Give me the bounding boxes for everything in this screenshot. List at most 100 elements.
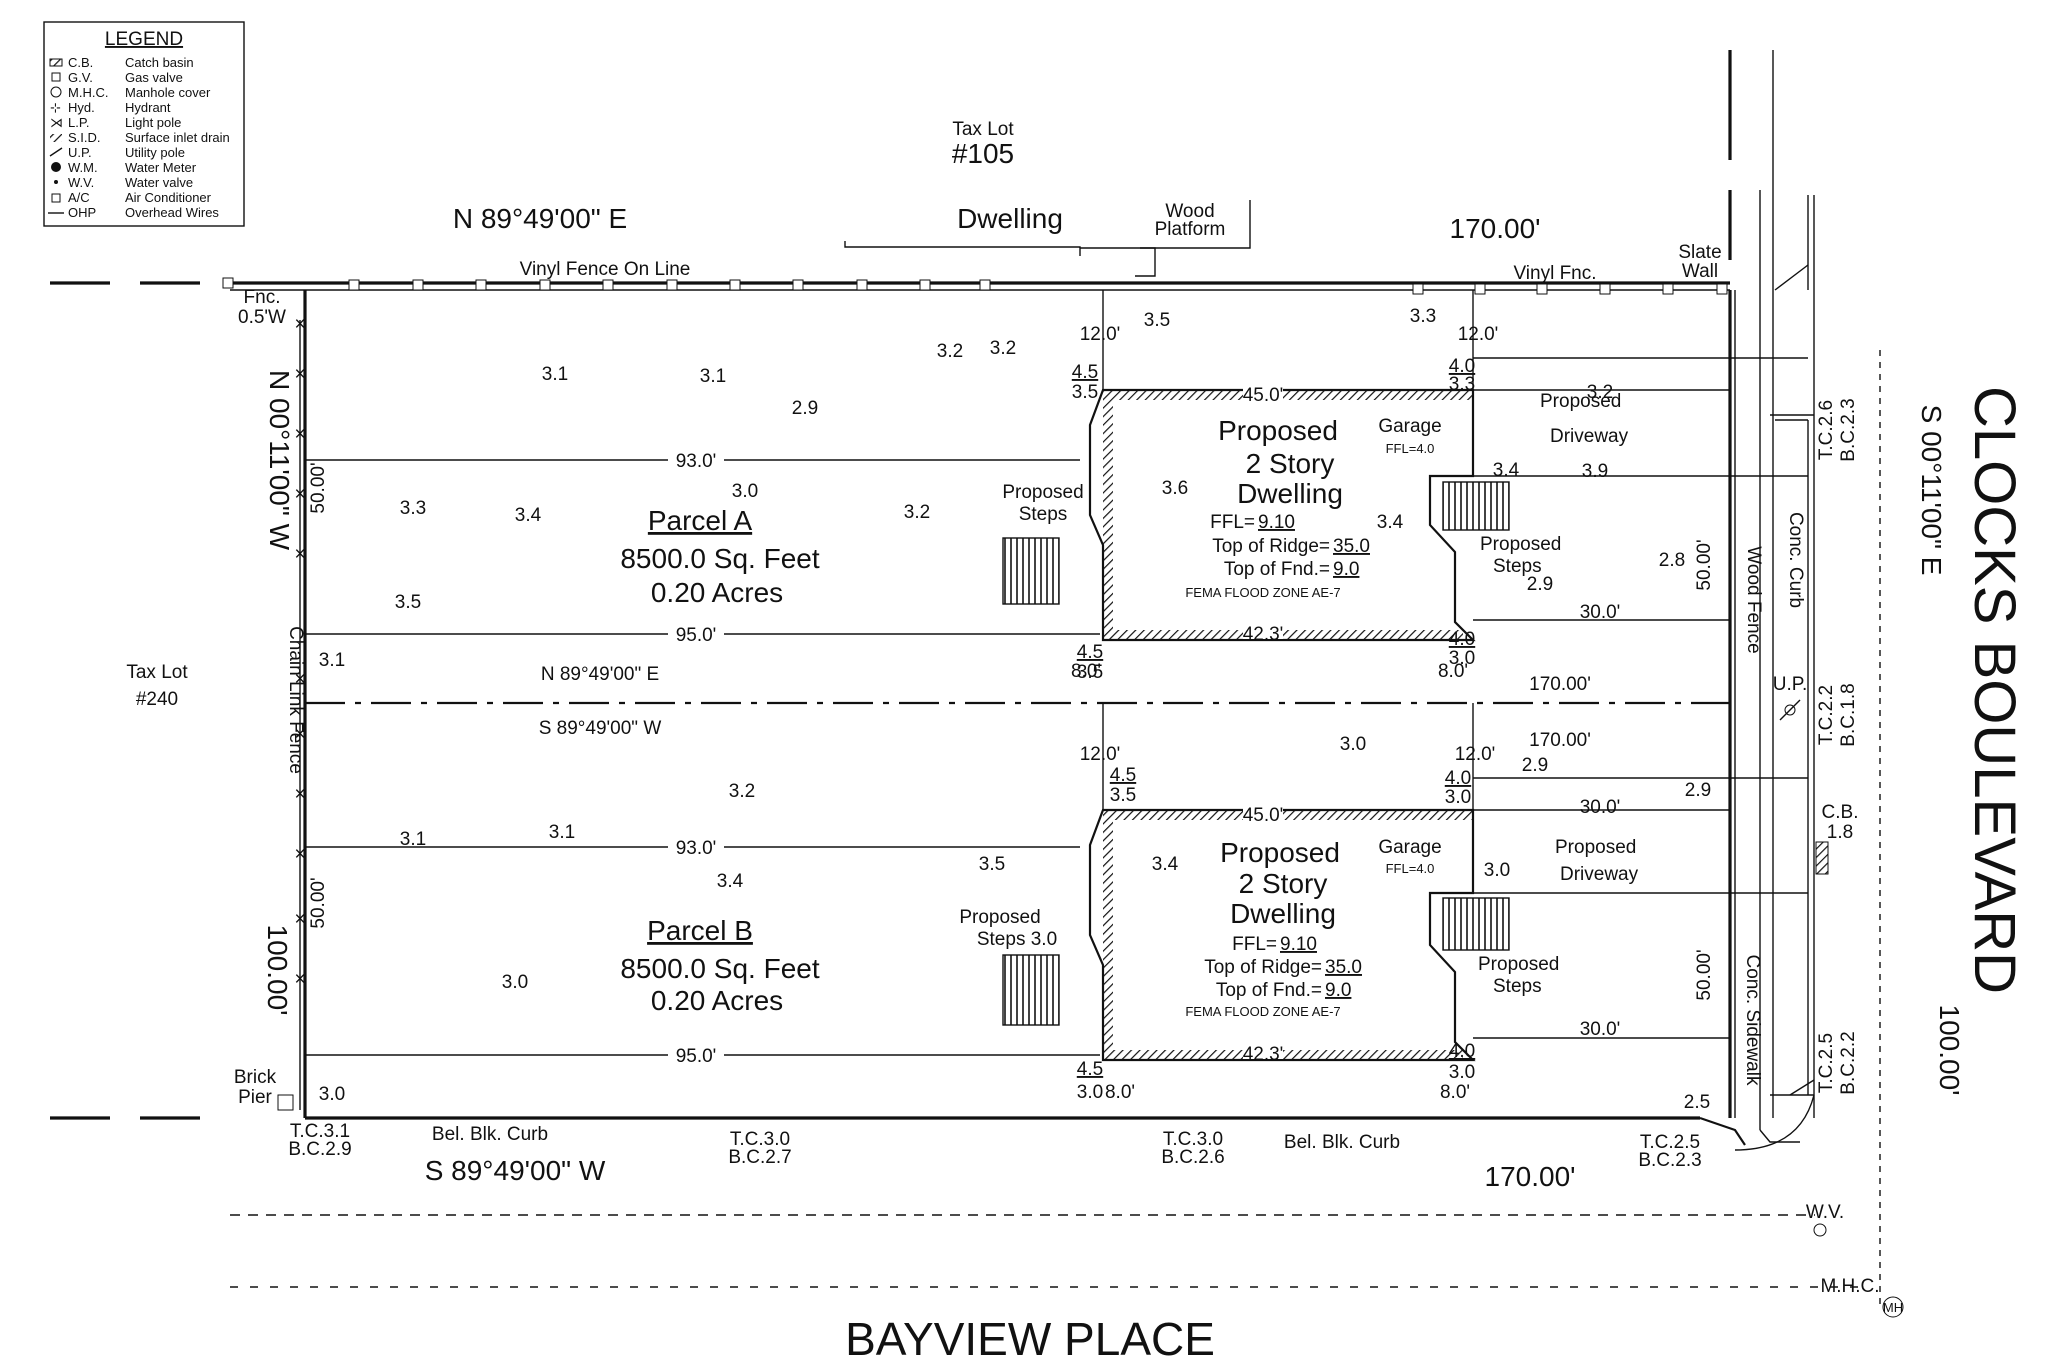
svg-text:Top of Ridge=: Top of Ridge= xyxy=(1212,536,1330,557)
svg-text:42.3': 42.3' xyxy=(1243,624,1284,645)
vinyl-fence-label-east: Vinyl Fnc. xyxy=(1513,263,1596,284)
svg-text:3.5: 3.5 xyxy=(979,854,1005,875)
svg-text:×: × xyxy=(294,969,305,990)
svg-text:12.0': 12.0' xyxy=(1080,324,1121,345)
garage-a-label: Garage xyxy=(1378,416,1441,437)
svg-text:3.0: 3.0 xyxy=(1449,1062,1475,1083)
svg-text:Hydrant: Hydrant xyxy=(125,100,171,115)
svg-text:3.0: 3.0 xyxy=(1077,1082,1103,1103)
svg-text:95.0': 95.0' xyxy=(676,625,717,646)
vinyl-fence-label: Vinyl Fence On Line xyxy=(520,259,691,280)
svg-text:B.C.2.3: B.C.2.3 xyxy=(1638,1150,1701,1171)
svg-text:35.0: 35.0 xyxy=(1333,536,1370,557)
parcel-a-name: Parcel A xyxy=(648,505,753,536)
svg-text:Top of Fnd.=: Top of Fnd.= xyxy=(1224,559,1330,580)
svg-text:U.P.: U.P. xyxy=(68,145,92,160)
svg-text:4.0: 4.0 xyxy=(1449,629,1475,650)
front-steps-b xyxy=(1002,954,1060,1026)
catch-basin-icon xyxy=(49,58,63,67)
east-distance: 100.00' xyxy=(1934,1005,1965,1096)
svg-text:Surface inlet drain: Surface inlet drain xyxy=(125,130,230,145)
svg-text:3.0: 3.0 xyxy=(1484,860,1510,881)
svg-text:×: × xyxy=(294,724,305,745)
svg-text:Top of Fnd.=: Top of Fnd.= xyxy=(1216,980,1322,1001)
parcel-a: 93.0' 95.0' 50.00' Parcel A 8500.0 Sq. F… xyxy=(305,290,1808,683)
svg-text:3.4: 3.4 xyxy=(717,871,744,892)
svg-text:A/C: A/C xyxy=(68,190,90,205)
svg-text:4.5: 4.5 xyxy=(1072,362,1098,383)
chain-link-fence: × × × × × × × × × × × Chain Link Fence xyxy=(285,314,306,1110)
svg-text:95.0': 95.0' xyxy=(676,1046,717,1067)
legend-title: LEGEND xyxy=(105,29,183,50)
parcel-a-acres: 0.20 Acres xyxy=(651,577,783,608)
svg-text:3.4: 3.4 xyxy=(515,505,542,526)
svg-text:4.0: 4.0 xyxy=(1449,356,1475,377)
west-neighbor-number: #240 xyxy=(136,689,178,710)
mid-bearing-north: N 89°49'00" E xyxy=(541,664,659,685)
parcel-b-area: 8500.0 Sq. Feet xyxy=(620,953,819,984)
svg-text:3.3: 3.3 xyxy=(400,498,426,519)
legend-row: ⋊ L.P. Light pole xyxy=(50,115,181,130)
svg-text:3.1: 3.1 xyxy=(400,829,426,850)
svg-text:Wood: Wood xyxy=(1165,201,1214,222)
south-distance: 170.00' xyxy=(1485,1161,1576,1192)
svg-text:3.5: 3.5 xyxy=(395,592,421,613)
svg-text:Bel. Blk. Curb: Bel. Blk. Curb xyxy=(1284,1132,1400,1153)
water-valve-icon xyxy=(54,180,58,184)
svg-text:FFL=: FFL= xyxy=(1232,934,1277,955)
svg-text:9.10: 9.10 xyxy=(1258,512,1295,533)
svg-text:×: × xyxy=(294,424,305,445)
svg-text:3.9: 3.9 xyxy=(1582,461,1608,482)
svg-text:4.5: 4.5 xyxy=(1077,642,1103,663)
parcel-b: 93.0' 95.0' 50.00' Parcel B 8500.0 Sq. F… xyxy=(305,703,1808,1113)
svg-text:42.3': 42.3' xyxy=(1243,1044,1284,1065)
svg-text:×: × xyxy=(294,784,305,805)
manhole-icon xyxy=(50,86,62,98)
east-bearing: S 00°11'00" E xyxy=(1916,405,1947,576)
svg-text:Proposed: Proposed xyxy=(1478,954,1559,975)
dwelling-a-line2: 2 Story xyxy=(1246,448,1335,479)
svg-text:50.00': 50.00' xyxy=(1694,949,1715,1000)
svg-text:B.C.2.2: B.C.2.2 xyxy=(1838,1031,1859,1094)
catch-basin-icon xyxy=(1815,841,1829,875)
legend-row: M.H.C. Manhole cover xyxy=(50,85,211,100)
svg-text:Driveway: Driveway xyxy=(1560,864,1639,885)
svg-text:3.3: 3.3 xyxy=(1449,374,1475,395)
garage-b-label: Garage xyxy=(1378,837,1441,858)
utility-pole-icon xyxy=(1779,699,1801,721)
legend-row: ⊹ Hyd. Hydrant xyxy=(50,100,171,115)
parcel-b-name: Parcel B xyxy=(647,915,753,946)
svg-text:8.0': 8.0' xyxy=(1105,1082,1135,1103)
legend-row: G.V. Gas valve xyxy=(51,70,183,85)
svg-text:3.2: 3.2 xyxy=(937,341,963,362)
svg-text:Wood Fence: Wood Fence xyxy=(1743,546,1764,653)
legend-row: U.P. Utility pole xyxy=(49,145,185,160)
svg-text:Conc. Sidewalk: Conc. Sidewalk xyxy=(1742,955,1763,1086)
svg-text:Tax Lot: Tax Lot xyxy=(952,119,1014,140)
svg-text:B.C.2.3: B.C.2.3 xyxy=(1838,398,1859,461)
svg-text:Gas valve: Gas valve xyxy=(125,70,183,85)
south-side: T.C.3.1 B.C.2.9 Bel. Blk. Curb T.C.3.0 B… xyxy=(230,1121,1904,1365)
svg-text:4.0: 4.0 xyxy=(1445,768,1471,789)
svg-text:×: × xyxy=(294,909,305,930)
svg-text:M.H.C.: M.H.C. xyxy=(1820,1276,1879,1297)
svg-text:4.5: 4.5 xyxy=(1110,765,1136,786)
svg-text:Proposed: Proposed xyxy=(1002,482,1083,503)
svg-text:2.8: 2.8 xyxy=(1659,550,1685,571)
parcel-b-acres: 0.20 Acres xyxy=(651,985,783,1016)
svg-text:Water valve: Water valve xyxy=(125,175,193,190)
svg-text:Manhole cover: Manhole cover xyxy=(125,85,211,100)
svg-text:T.C.3.1: T.C.3.1 xyxy=(290,1121,350,1142)
water-meter-icon xyxy=(51,162,61,172)
svg-text:Pier: Pier xyxy=(238,1087,272,1108)
dwelling-a-line1: Proposed xyxy=(1218,415,1338,446)
svg-text:50.00': 50.00' xyxy=(308,877,329,928)
svg-text:Utility pole: Utility pole xyxy=(125,145,185,160)
north-neighbor: Tax Lot #105 Dwelling Wood Platform xyxy=(844,119,1251,277)
svg-text:×: × xyxy=(294,844,305,865)
svg-text:W.V.: W.V. xyxy=(68,175,94,190)
air-conditioner-icon xyxy=(51,193,61,203)
svg-text:3.0: 3.0 xyxy=(1445,787,1471,808)
svg-text:3.1: 3.1 xyxy=(319,650,345,671)
front-steps-a xyxy=(1002,537,1060,605)
